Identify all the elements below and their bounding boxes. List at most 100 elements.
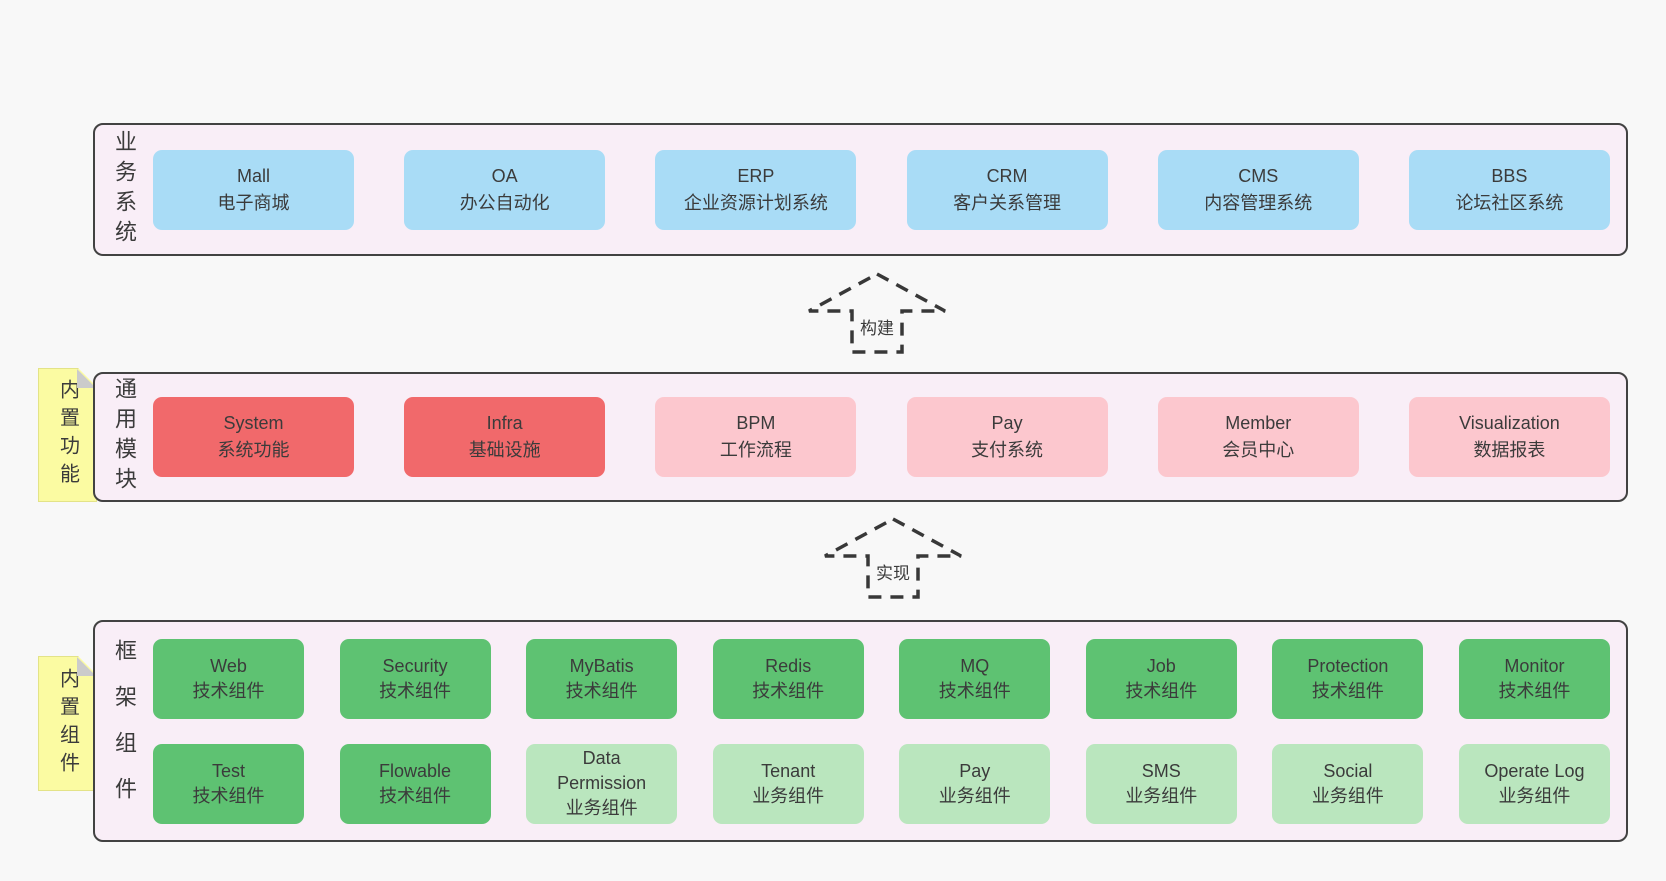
- box-title: Data Permission: [557, 748, 647, 793]
- box-subtitle: 企业资源计划系统: [683, 192, 828, 213]
- box-subtitle: 技术组件: [192, 680, 265, 701]
- box-bpm: BPM 工作流程: [655, 397, 857, 477]
- box-cms: CMS 内容管理系统: [1157, 149, 1359, 230]
- box-title: Test: [211, 760, 245, 781]
- box-protection: Protection 技术组件: [1272, 638, 1424, 719]
- box-subtitle: 业务组件: [1498, 785, 1571, 806]
- box-subtitle: 数据报表: [1473, 440, 1546, 460]
- box-data-permission: Data Permission 业务组件: [526, 743, 678, 824]
- box-tenant: Tenant 业务组件: [712, 743, 864, 824]
- box-title: BPM: [736, 413, 776, 433]
- box-subtitle: 内容管理系统: [1204, 192, 1313, 213]
- tab-label-text: 内置组件: [56, 667, 79, 780]
- dashed-up-arrow-implement: 实现: [822, 517, 964, 599]
- box-title: Flowable: [379, 760, 452, 781]
- box-subtitle: 业务组件: [1311, 785, 1384, 806]
- box-subtitle: 论坛社区系统: [1455, 192, 1564, 213]
- box-title: Security: [382, 655, 448, 676]
- box-subtitle: 业务组件: [752, 785, 825, 806]
- panel-content: System 系统功能 Infra 基础设施 BPM 工作流程 Pay 支付系统…: [153, 374, 1626, 500]
- box-subtitle: 技术组件: [752, 680, 825, 701]
- box-subtitle: 业务组件: [938, 785, 1011, 806]
- panel-content: Mall 电子商城 OA 办公自动化 ERP 企业资源计划系统 CRM 客户关系…: [153, 125, 1626, 254]
- box-mall: Mall 电子商城: [153, 149, 354, 230]
- box-subtitle: 技术组件: [1311, 680, 1384, 701]
- tab-label-text: 内置功能: [56, 379, 79, 491]
- panel-common-modules: 通用模块 System 系统功能 Infra 基础设施 BPM 工作流程 Pay…: [93, 372, 1628, 502]
- component-row-1: Web 技术组件 Security 技术组件 MyBatis 技术组件 Redi…: [153, 638, 1610, 719]
- box-subtitle: 业务组件: [1125, 785, 1198, 806]
- component-row-2: Test 技术组件 Flowable 技术组件 Data Permission …: [153, 743, 1610, 824]
- box-subtitle: 办公自动化: [459, 192, 550, 213]
- box-title: Infra: [486, 413, 523, 433]
- panel-content: Web 技术组件 Security 技术组件 MyBatis 技术组件 Redi…: [153, 622, 1626, 840]
- box-redis: Redis 技术组件: [712, 638, 864, 719]
- sticky-tab-built-in-components: 内置组件: [38, 656, 97, 791]
- box-title: MQ: [960, 655, 990, 676]
- box-title: CRM: [986, 165, 1028, 186]
- box-title: Protection: [1307, 655, 1389, 676]
- box-infra: Infra 基础设施: [404, 397, 606, 477]
- box-crm: CRM 客户关系管理: [906, 149, 1108, 230]
- box-title: ERP: [737, 165, 775, 186]
- box-job: Job 技术组件: [1085, 638, 1237, 719]
- panel-business-systems: 业务系统 Mall 电子商城 OA 办公自动化 ERP 企业资源计划系统 CRM…: [93, 123, 1628, 256]
- box-bbs: BBS 论坛社区系统: [1408, 149, 1610, 230]
- panel-label-common-modules: 通用模块: [95, 374, 153, 500]
- box-flowable: Flowable 技术组件: [339, 743, 491, 824]
- panel-label-text: 业务系统: [112, 129, 137, 250]
- box-subtitle: 客户关系管理: [953, 192, 1062, 213]
- arrow-label-implement: 实现: [873, 559, 913, 584]
- box-title: Visualization: [1459, 413, 1560, 433]
- dashed-up-arrow-build: 构建: [806, 272, 948, 354]
- box-sms: SMS 业务组件: [1085, 743, 1237, 824]
- box-subtitle: 工作流程: [719, 440, 792, 460]
- panel-label-text: 框架组件: [112, 639, 137, 823]
- box-subtitle: 系统功能: [217, 440, 290, 460]
- box-mybatis: MyBatis 技术组件: [526, 638, 678, 719]
- box-subtitle: 基础设施: [468, 440, 541, 460]
- box-title: Mall: [236, 165, 270, 186]
- box-subtitle: 业务组件: [565, 798, 638, 818]
- box-mq: MQ 技术组件: [899, 638, 1051, 719]
- box-visualization: Visualization 数据报表: [1408, 397, 1610, 477]
- box-subtitle: 技术组件: [1498, 680, 1571, 701]
- panel-label-framework-components: 框架组件: [95, 622, 153, 840]
- box-title: Operate Log: [1484, 760, 1585, 781]
- box-oa: OA 办公自动化: [404, 149, 606, 230]
- up-arrow-icon: [824, 517, 962, 599]
- box-title: System: [223, 413, 284, 433]
- box-title: MyBatis: [569, 655, 634, 676]
- box-subtitle: 技术组件: [379, 785, 452, 806]
- box-web: Web 技术组件: [153, 638, 304, 719]
- box-title: Monitor: [1504, 655, 1565, 676]
- box-title: Member: [1225, 413, 1292, 433]
- box-social: Social 业务组件: [1272, 743, 1424, 824]
- panel-label-text: 通用模块: [112, 377, 137, 497]
- box-subtitle: 支付系统: [971, 440, 1044, 460]
- box-subtitle: 技术组件: [565, 680, 638, 701]
- box-subtitle: 技术组件: [192, 785, 265, 806]
- box-erp: ERP 企业资源计划系统: [655, 149, 857, 230]
- box-title: CMS: [1238, 165, 1279, 186]
- box-title: Redis: [765, 655, 812, 676]
- box-subtitle: 技术组件: [1125, 680, 1198, 701]
- box-subtitle: 技术组件: [938, 680, 1011, 701]
- box-title: Job: [1146, 655, 1176, 676]
- box-title: Pay: [991, 413, 1023, 433]
- box-system: System 系统功能: [153, 397, 354, 477]
- box-pay-system: Pay 支付系统: [906, 397, 1108, 477]
- box-subtitle: 技术组件: [379, 680, 452, 701]
- sticky-tab-built-in-features: 内置功能: [38, 368, 97, 502]
- box-title: OA: [491, 165, 518, 186]
- box-subtitle: 会员中心: [1222, 440, 1295, 460]
- box-operate-log: Operate Log 业务组件: [1458, 743, 1610, 824]
- box-security: Security 技术组件: [339, 638, 491, 719]
- box-test: Test 技术组件: [153, 743, 304, 824]
- box-pay-component: Pay 业务组件: [899, 743, 1051, 824]
- panel-framework-components: 框架组件 Web 技术组件 Security 技术组件 MyBatis 技术组件…: [93, 620, 1628, 842]
- panel-label-business-systems: 业务系统: [95, 125, 153, 254]
- box-title: Pay: [959, 760, 991, 781]
- box-title: SMS: [1141, 760, 1181, 781]
- box-member: Member 会员中心: [1157, 397, 1359, 477]
